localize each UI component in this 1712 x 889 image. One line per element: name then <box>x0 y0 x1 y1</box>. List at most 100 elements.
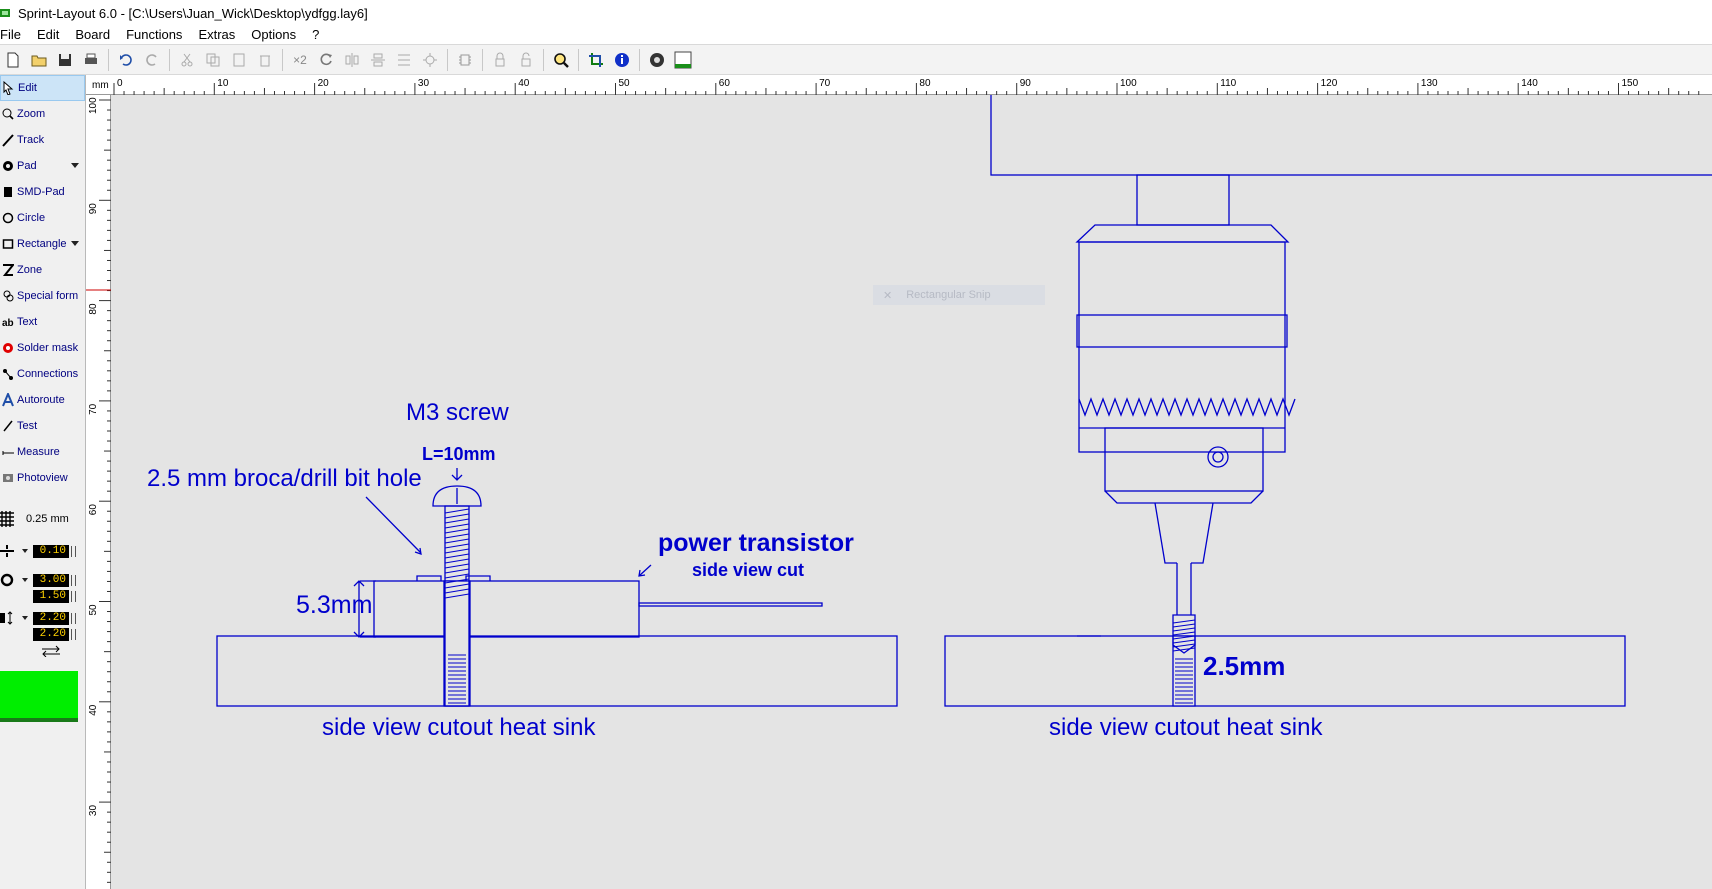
menu-options[interactable]: Options <box>251 26 297 42</box>
chuck-spindle[interactable] <box>1136 174 1230 226</box>
lock-button[interactable] <box>488 48 512 72</box>
chuck-top-bevel[interactable] <box>1075 224 1290 243</box>
pad-inner-param[interactable]: 1.50 <box>0 588 86 604</box>
tool-solder-mask[interactable]: Solder mask <box>0 335 85 361</box>
redo-button[interactable] <box>140 48 164 72</box>
menu-edit[interactable]: Edit <box>36 26 60 42</box>
pad-outer-spinner[interactable] <box>71 574 76 586</box>
tool-rectangle[interactable]: Rectangle <box>0 231 85 257</box>
label-screw-length[interactable]: L=10mm <box>422 444 496 464</box>
transistor-leader[interactable] <box>638 564 652 577</box>
undo-button[interactable] <box>114 48 138 72</box>
board-canvas[interactable]: M3 screw L=10mm 2.5 mm broca/drill bit h… <box>111 95 1712 889</box>
align-button[interactable] <box>392 48 416 72</box>
label-drill-hole[interactable]: 2.5 mm broca/drill bit hole <box>147 465 422 492</box>
pad-outer-param[interactable]: 3.00 <box>0 572 86 588</box>
pad-inner-value[interactable]: 1.50 <box>33 589 69 603</box>
tool-pad[interactable]: Pad <box>0 153 85 179</box>
track-width-dropdown-icon[interactable] <box>22 549 28 553</box>
label-heatsink-left[interactable]: side view cutout heat sink <box>322 714 596 741</box>
transistor-body[interactable] <box>373 580 640 638</box>
pad-dropdown-arrow-icon[interactable] <box>71 163 79 168</box>
track-width-param[interactable]: 0.10 <box>0 543 86 559</box>
group-button[interactable] <box>418 48 442 72</box>
print-button[interactable] <box>79 48 103 72</box>
tool-special-form[interactable]: Special form <box>0 283 85 309</box>
smd-height-spinner[interactable] <box>71 628 76 640</box>
delete-button[interactable] <box>253 48 277 72</box>
screw-shank[interactable] <box>444 505 470 707</box>
drill-press-body[interactable] <box>990 95 1712 176</box>
origin-button[interactable] <box>584 48 608 72</box>
right-heatsink-outline[interactable] <box>944 635 1626 707</box>
duplicate-button[interactable]: ×2 <box>288 48 312 72</box>
tool-connections[interactable]: Connections <box>0 361 85 387</box>
grid-size-selector[interactable]: 0.25 mm <box>0 507 86 531</box>
menu-extras[interactable]: Extras <box>198 26 236 42</box>
label-bit-dim[interactable]: 2.5mm <box>1203 651 1286 681</box>
label-m3-screw[interactable]: M3 screw <box>406 399 509 426</box>
menu-file[interactable]: File <box>0 26 21 42</box>
info-button[interactable] <box>610 48 634 72</box>
pad-outer-value[interactable]: 3.00 <box>33 573 69 587</box>
chuck-key-hole-inner[interactable] <box>1212 451 1224 463</box>
tool-edit[interactable]: Edit <box>0 75 85 101</box>
open-file-button[interactable] <box>27 48 51 72</box>
tool-zone[interactable]: Zone <box>0 257 85 283</box>
mirror-v-button[interactable] <box>366 48 390 72</box>
smd-width-param[interactable]: 2.20 <box>0 610 86 626</box>
smd-height-param[interactable]: 2.20 <box>0 626 86 642</box>
label-power-transistor[interactable]: power transistor <box>658 529 854 557</box>
smd-width-spinner[interactable] <box>71 612 76 624</box>
rectangle-dropdown-arrow-icon[interactable] <box>71 241 79 246</box>
rotate-button[interactable] <box>314 48 338 72</box>
smd-size-dropdown-icon[interactable] <box>22 616 28 620</box>
track-width-spinner[interactable] <box>71 545 76 557</box>
update-button[interactable] <box>671 48 695 72</box>
tool-autoroute[interactable]: Autoroute <box>0 387 85 413</box>
chuck-nose[interactable] <box>1104 490 1264 504</box>
component-button[interactable] <box>453 48 477 72</box>
track-width-value[interactable]: 0.10 <box>33 544 69 558</box>
menu-help[interactable]: ? <box>312 26 320 42</box>
tool-smd-pad[interactable]: SMD-Pad <box>0 179 85 205</box>
height-dimension-line[interactable] <box>353 580 376 638</box>
menu-functions[interactable]: Functions <box>126 26 183 42</box>
tool-measure[interactable]: Measure <box>0 439 85 465</box>
mirror-h-button[interactable] <box>340 48 364 72</box>
chuck-collar[interactable] <box>1076 314 1288 348</box>
transistor-tabs[interactable] <box>416 575 491 581</box>
new-file-button[interactable] <box>1 48 25 72</box>
settings-button[interactable] <box>645 48 669 72</box>
cut-button[interactable] <box>175 48 199 72</box>
drill-bit-threads[interactable] <box>1172 619 1196 704</box>
screw-threads[interactable] <box>444 508 470 704</box>
zoom-button[interactable] <box>549 48 573 72</box>
left-heatsink-outline[interactable] <box>216 635 898 707</box>
label-heatsink-right[interactable]: side view cutout heat sink <box>1049 714 1323 741</box>
screw-head[interactable] <box>432 485 482 507</box>
chuck-jaws[interactable] <box>1154 502 1214 615</box>
pad-inner-spinner[interactable] <box>71 590 76 602</box>
tool-test[interactable]: Test <box>0 413 85 439</box>
drill-hole-leader[interactable] <box>365 496 422 555</box>
board-drawing[interactable] <box>111 95 1712 889</box>
chuck-lower-body[interactable] <box>1104 427 1264 492</box>
tool-photoview[interactable]: Photoview <box>0 465 85 491</box>
copy-button[interactable] <box>201 48 225 72</box>
tool-zoom[interactable]: Zoom <box>0 101 85 127</box>
tool-circle[interactable]: Circle <box>0 205 85 231</box>
pad-diameter-dropdown-icon[interactable] <box>22 578 28 582</box>
label-side-view-cut[interactable]: side view cut <box>692 560 805 580</box>
screw-length-arrow[interactable] <box>451 468 463 481</box>
tool-track[interactable]: Track <box>0 127 85 153</box>
smd-width-value[interactable]: 2.20 <box>33 611 69 625</box>
save-button[interactable] <box>53 48 77 72</box>
active-layer-color-swatch[interactable] <box>0 671 78 722</box>
chuck-knurl-teeth[interactable] <box>1078 397 1296 429</box>
swap-smd-dims-button[interactable] <box>40 643 70 659</box>
smd-height-value[interactable]: 2.20 <box>33 627 69 641</box>
transistor-lead[interactable] <box>638 602 823 607</box>
label-height-dim[interactable]: 5.3mm <box>296 591 373 619</box>
